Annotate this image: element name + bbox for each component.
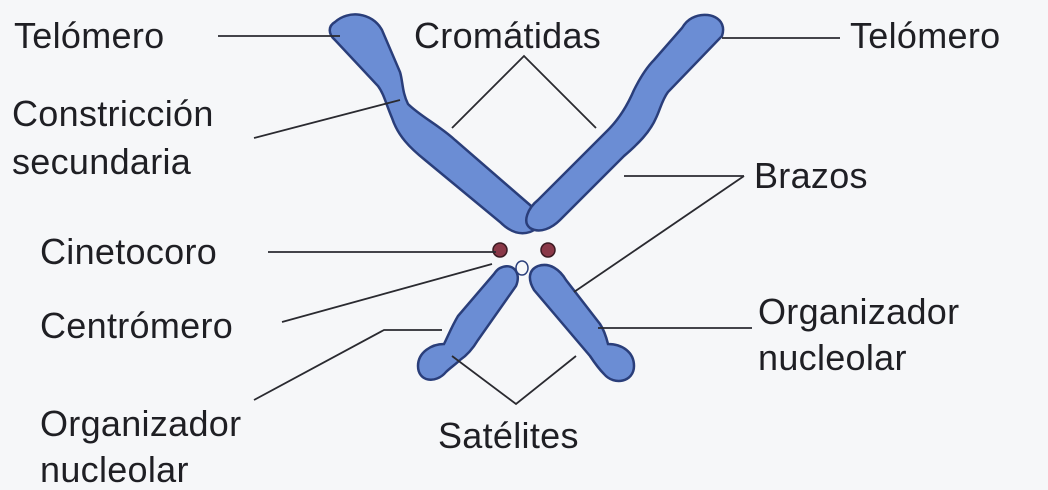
kinetochore-right [541, 243, 555, 257]
leader-satelites [452, 356, 576, 404]
chromatid-lower-right-arm [530, 265, 634, 381]
centromere-gap [516, 261, 528, 275]
label-organizador-right-line1: Organizador [758, 292, 959, 332]
label-centromero: Centrómero [40, 306, 233, 346]
label-brazos: Brazos [754, 156, 868, 196]
label-cromatidas: Cromátidas [414, 16, 601, 56]
label-organizador-left-line1: Organizador [40, 404, 241, 444]
chromatid-lower-left-arm [418, 266, 518, 379]
leader-cromatidas [452, 56, 596, 128]
label-satelites: Satélites [438, 416, 579, 456]
leader-brazos-lower [574, 176, 744, 292]
label-cinetocoro: Cinetocoro [40, 232, 217, 272]
label-constriccion-line1: Constricción [12, 94, 214, 134]
label-constriccion-line2: secundaria [12, 142, 191, 182]
label-telomero-left: Telómero [14, 16, 164, 56]
leader-constriccion [254, 100, 400, 138]
label-organizador-left-line2: nucleolar [40, 450, 189, 490]
label-organizador-right-line2: nucleolar [758, 338, 907, 378]
label-telomero-right: Telómero [850, 16, 1000, 56]
leader-organizador-left [254, 330, 442, 400]
kinetochore-left [493, 243, 507, 257]
